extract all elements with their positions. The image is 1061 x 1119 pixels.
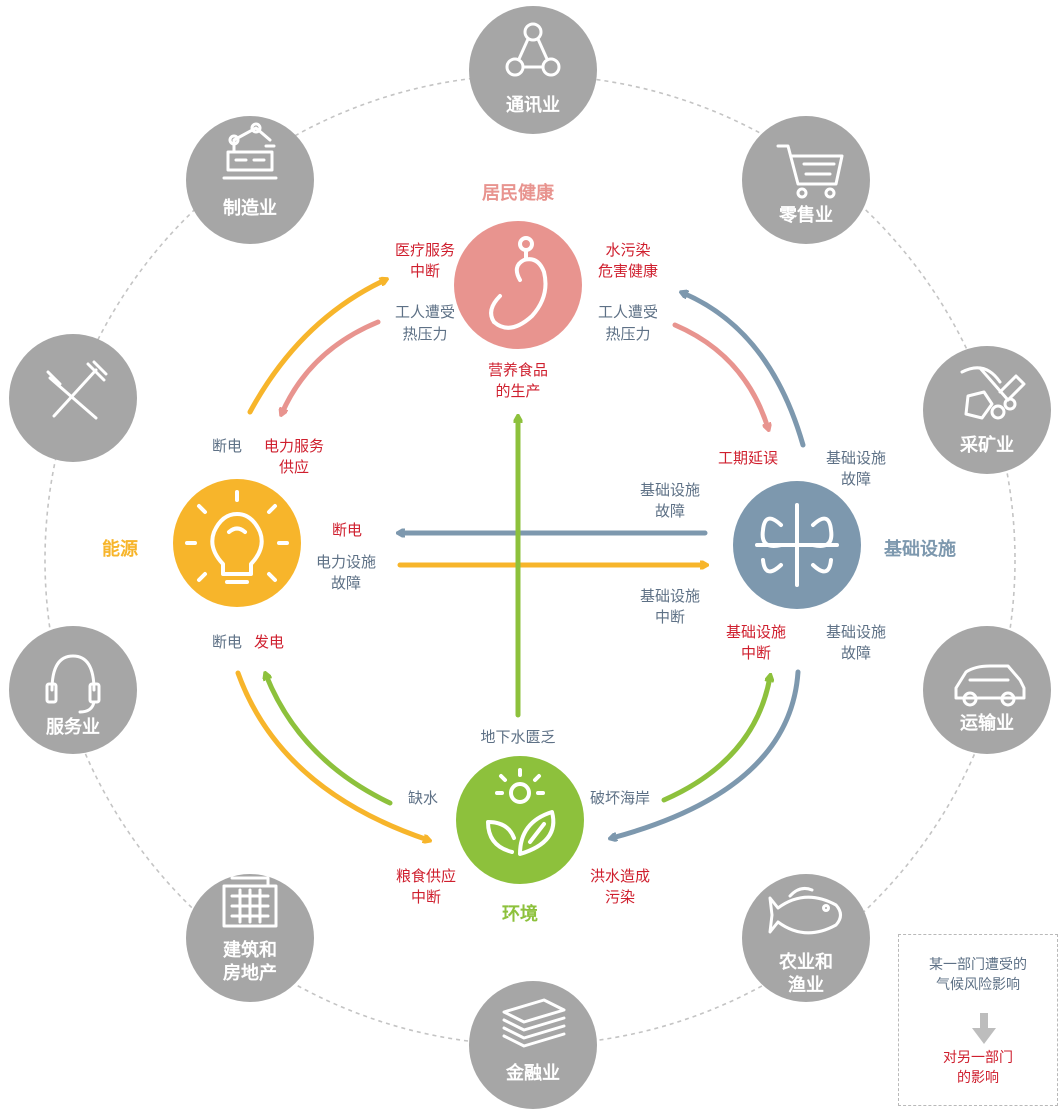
- label-outage-top: 断电: [211, 437, 242, 455]
- label-infra-disruption-red-2: 中断: [740, 644, 771, 662]
- fork-knife-icon: [46, 360, 108, 420]
- legend-risk-text: 某一部门遭受的 气候风险影响: [899, 955, 1057, 996]
- sector-label-retail: 零售业: [779, 205, 833, 226]
- label-medical-disruption-1: 医疗服务: [394, 241, 455, 259]
- label-infra-failure-mid-1: 基础设施: [639, 481, 700, 499]
- legend-arrow: [972, 1013, 996, 1044]
- label-outage-bottom: 断电: [211, 633, 242, 651]
- legend-impact-text: 对另一部门 的影响: [899, 1048, 1057, 1089]
- arrow-health-to-infra: [672, 322, 768, 428]
- hub-label-energy: 能源: [102, 539, 138, 560]
- label-power-service-2: 供应: [278, 458, 309, 476]
- label-medical-disruption-2: 中断: [409, 262, 440, 280]
- sector-label-agriculture-line1: 农业和: [779, 952, 833, 973]
- network-icon: [505, 22, 561, 77]
- arrow-energy-to-health: [247, 280, 385, 415]
- sector-label-manufacturing: 制造业: [223, 198, 277, 219]
- label-grain-disruption-1: 粮食供应: [395, 867, 456, 885]
- robot-arm-icon: [222, 122, 278, 180]
- money-stack-icon: [502, 998, 566, 1048]
- label-outage-mid: 断电: [331, 521, 362, 539]
- label-heat-stress-left-1: 工人遭受: [394, 303, 455, 321]
- lightbulb-icon: [185, 490, 289, 584]
- label-power-facility-failure-1: 电力设施: [315, 553, 376, 571]
- label-flood-pollution-1: 洪水造成: [589, 867, 650, 885]
- label-heat-stress-right-2: 热压力: [605, 325, 651, 343]
- arrow-energy-to-env: [235, 670, 428, 840]
- sector-label-mining: 采矿业: [960, 435, 1014, 456]
- sun-leaf-icon: [486, 768, 556, 856]
- label-power-generation: 发电: [253, 633, 284, 651]
- hub-label-environment: 环境: [502, 904, 538, 925]
- legend-impact-line2: 的影响: [957, 1070, 999, 1087]
- sector-retail: [742, 116, 870, 244]
- hub-label-infrastructure: 基础设施: [884, 539, 956, 560]
- label-heat-stress-right-1: 工人遭受: [597, 303, 658, 321]
- label-water-pollution-1: 水污染: [605, 241, 651, 259]
- label-infra-failure-bottom-2: 故障: [840, 644, 871, 662]
- sector-label-finance: 金融业: [506, 1063, 560, 1084]
- label-infra-disruption-red-1: 基础设施: [725, 623, 786, 641]
- sector-telecom: [469, 6, 597, 134]
- label-water-pollution-2: 危害健康: [597, 262, 658, 280]
- car-icon: [954, 664, 1026, 707]
- sector-label-realestate-line1: 建筑和: [223, 940, 277, 961]
- sector-label-realestate-line2: 房地产: [223, 963, 277, 984]
- label-power-service-1: 电力服务: [263, 437, 324, 455]
- hub-health-circle: [454, 221, 582, 349]
- label-groundwater-shortage: 地下水匮乏: [480, 728, 556, 746]
- label-infra-disruption-2: 中断: [654, 608, 685, 626]
- sector-label-agriculture-line2: 渔业: [788, 975, 824, 996]
- legend-risk-line2: 气候风险影响: [936, 977, 1020, 994]
- arrows: [235, 280, 806, 840]
- legend-risk-line1: 某一部门遭受的: [929, 957, 1027, 973]
- sector-circles: [9, 6, 1051, 1109]
- label-infra-failure-top-1: 基础设施: [825, 449, 886, 467]
- label-heat-stress-left-2: 热压力: [402, 325, 448, 343]
- legend-box: 某一部门遭受的 气候风险影响 对另一部门 的影响: [898, 934, 1058, 1106]
- label-construction-delay: 工期延误: [717, 449, 778, 467]
- arrow-infra-to-env: [612, 669, 801, 838]
- road-interchange-icon: [755, 503, 839, 587]
- label-infra-failure-mid-2: 故障: [654, 502, 685, 520]
- legend-impact-line1: 对另一部门: [943, 1050, 1013, 1066]
- arrow-health-to-energy: [282, 319, 381, 413]
- sector-transport: [923, 626, 1051, 754]
- stethoscope-icon: [489, 236, 548, 330]
- sector-manufacturing: [186, 116, 314, 244]
- label-power-facility-failure-2: 故障: [330, 574, 361, 592]
- sector-services: [9, 626, 137, 754]
- label-infra-disruption-1: 基础设施: [639, 587, 700, 605]
- sector-label-transport: 运输业: [960, 713, 1014, 734]
- arrow-env-to-energy: [266, 675, 393, 806]
- building-icon: [222, 876, 278, 928]
- sector-finance: [469, 981, 597, 1109]
- label-infra-failure-bottom-1: 基础设施: [825, 623, 886, 641]
- sector-label-services: 服务业: [46, 717, 100, 738]
- label-coastal-damage: 破坏海岸: [589, 789, 650, 807]
- mining-tools-icon: [960, 366, 1026, 420]
- label-nutritious-food-2: 的生产: [495, 382, 541, 400]
- hub-label-health: 居民健康: [482, 183, 554, 204]
- label-grain-disruption-2: 中断: [410, 888, 441, 906]
- arrow-infra-to-health: [683, 293, 806, 448]
- label-water-shortage: 缺水: [407, 789, 438, 807]
- label-nutritious-food-1: 营养食品: [487, 361, 548, 379]
- sector-label-telecom: 通讯业: [506, 95, 560, 116]
- shopping-cart-icon: [776, 144, 844, 199]
- fish-icon: [768, 887, 842, 935]
- headset-icon: [45, 654, 101, 714]
- sector-realestate: [186, 874, 314, 1002]
- arrow-env-to-infra: [661, 677, 770, 803]
- label-flood-pollution-2: 污染: [604, 888, 635, 906]
- hub-environment-circle: [456, 756, 584, 884]
- label-infra-failure-top-2: 故障: [840, 470, 871, 488]
